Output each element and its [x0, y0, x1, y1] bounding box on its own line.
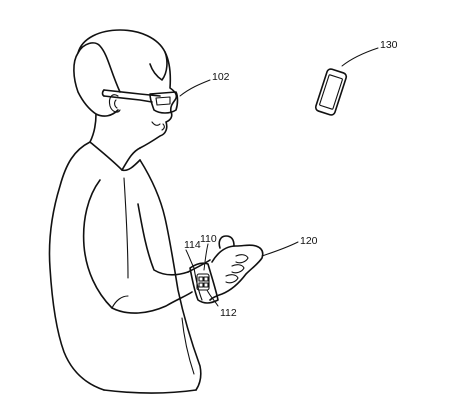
finger-3 — [225, 274, 239, 284]
finger-1 — [235, 254, 249, 264]
thumb — [218, 235, 235, 249]
collar-right — [121, 159, 141, 172]
wrist-device — [189, 262, 219, 304]
shirt-fold-2 — [181, 317, 195, 375]
neck-back — [89, 113, 97, 143]
glasses-arm-end — [101, 89, 105, 97]
smart-glasses — [101, 89, 179, 114]
label-glasses: 102 — [212, 71, 230, 83]
leader-102 — [179, 79, 211, 97]
sensor-cell — [203, 276, 209, 282]
ear — [108, 94, 121, 113]
glasses-arm-lower — [103, 95, 153, 103]
sensor-cell — [198, 282, 204, 288]
label-sensor: 112 — [220, 307, 237, 319]
collar — [89, 141, 141, 171]
band-edge — [193, 267, 203, 301]
label-wrist: 110 — [200, 233, 217, 245]
arm-inner — [137, 203, 189, 276]
phone-body — [314, 68, 348, 116]
elbow-crease — [111, 295, 129, 309]
glasses-lens — [149, 91, 179, 114]
leader-lines — [179, 47, 379, 307]
glasses-display — [155, 96, 171, 106]
torso-back — [48, 141, 105, 391]
person — [48, 29, 264, 394]
palm — [209, 244, 264, 301]
label-band: 114 — [184, 239, 201, 251]
glasses-arm — [103, 89, 161, 97]
label-phone: 130 — [380, 39, 398, 51]
phone-screen — [319, 74, 343, 110]
upper-arm — [82, 179, 193, 314]
jaw — [151, 121, 161, 126]
torso-bottom — [103, 389, 197, 394]
leader-110 — [203, 243, 209, 271]
hair-top — [77, 29, 168, 81]
shirt-fold — [123, 177, 129, 279]
leader-112 — [206, 289, 219, 307]
label-hand: 120 — [300, 235, 318, 247]
leader-120 — [261, 241, 299, 257]
finger-2 — [231, 264, 245, 274]
leader-130 — [341, 47, 379, 67]
leader-114 — [185, 249, 195, 269]
sensor-cell — [203, 282, 209, 288]
hand — [209, 235, 264, 301]
torso-front — [139, 159, 202, 391]
phone — [314, 68, 348, 116]
sensor-cell — [198, 276, 204, 282]
ear-inner — [114, 99, 118, 109]
lips — [161, 123, 165, 131]
face — [139, 51, 178, 149]
sensor-module — [196, 273, 210, 291]
wrist-band — [189, 262, 219, 304]
hair — [73, 42, 121, 117]
